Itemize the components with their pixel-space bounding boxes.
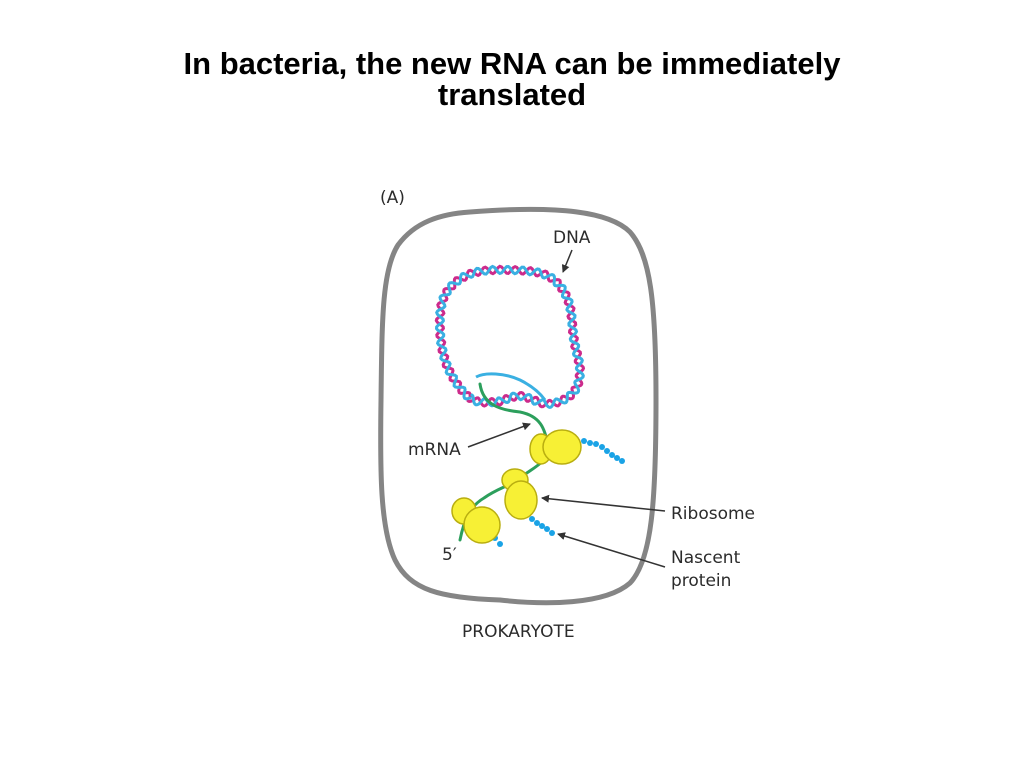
nascent-protein-label-line-2: protein bbox=[671, 571, 731, 591]
cell-wall bbox=[378, 206, 659, 606]
protein-bead bbox=[599, 444, 605, 450]
protein-bead bbox=[497, 541, 503, 547]
five-prime-label: 5′ bbox=[442, 545, 457, 565]
protein-bead bbox=[581, 438, 587, 444]
protein-bead bbox=[604, 448, 610, 454]
ribosome-arrow bbox=[541, 494, 666, 512]
protein-bead bbox=[619, 458, 625, 464]
protein-chain-1 bbox=[581, 438, 625, 464]
ribosome-2 bbox=[501, 468, 538, 520]
cell-type-label: PROKARYOTE bbox=[462, 622, 575, 642]
mrna-arrow bbox=[467, 422, 531, 448]
ribosome-label: Ribosome bbox=[671, 504, 755, 524]
protein-bead bbox=[593, 441, 599, 447]
protein-bead bbox=[534, 520, 540, 526]
ribosome-large-subunit bbox=[504, 480, 538, 520]
title-line-1: In bacteria, the new RNA can be immediat… bbox=[183, 46, 841, 81]
protein-bead bbox=[549, 530, 555, 536]
protein-bead bbox=[529, 516, 535, 522]
nascent-proteins bbox=[492, 438, 625, 547]
dna-arrow bbox=[561, 249, 573, 273]
dna-double-helix bbox=[434, 264, 586, 409]
mrna-label: mRNA bbox=[408, 440, 461, 460]
protein-chain-2 bbox=[529, 516, 555, 536]
transcription-bubble bbox=[475, 372, 547, 401]
title-line-2: translated bbox=[437, 77, 587, 112]
protein-bead bbox=[544, 526, 550, 532]
dna-strand-a bbox=[434, 264, 586, 409]
ribosome-3 bbox=[451, 497, 501, 544]
dna-strand-b bbox=[434, 264, 585, 409]
slide-title: In bacteria, the new RNA can be immediat… bbox=[0, 48, 1024, 110]
nascent-protein-arrow bbox=[557, 532, 666, 568]
protein-bead bbox=[539, 523, 545, 529]
protein-bead bbox=[614, 455, 620, 461]
protein-bead bbox=[609, 452, 615, 458]
ribosome-1 bbox=[529, 429, 582, 465]
nascent-protein-label-line-1: Nascent bbox=[671, 548, 741, 568]
ribosome-large-subunit bbox=[542, 429, 582, 465]
ribosome-large-subunit bbox=[463, 506, 501, 544]
protein-bead bbox=[587, 440, 593, 446]
panel-label: (A) bbox=[380, 188, 405, 208]
dna-label: DNA bbox=[553, 228, 591, 248]
